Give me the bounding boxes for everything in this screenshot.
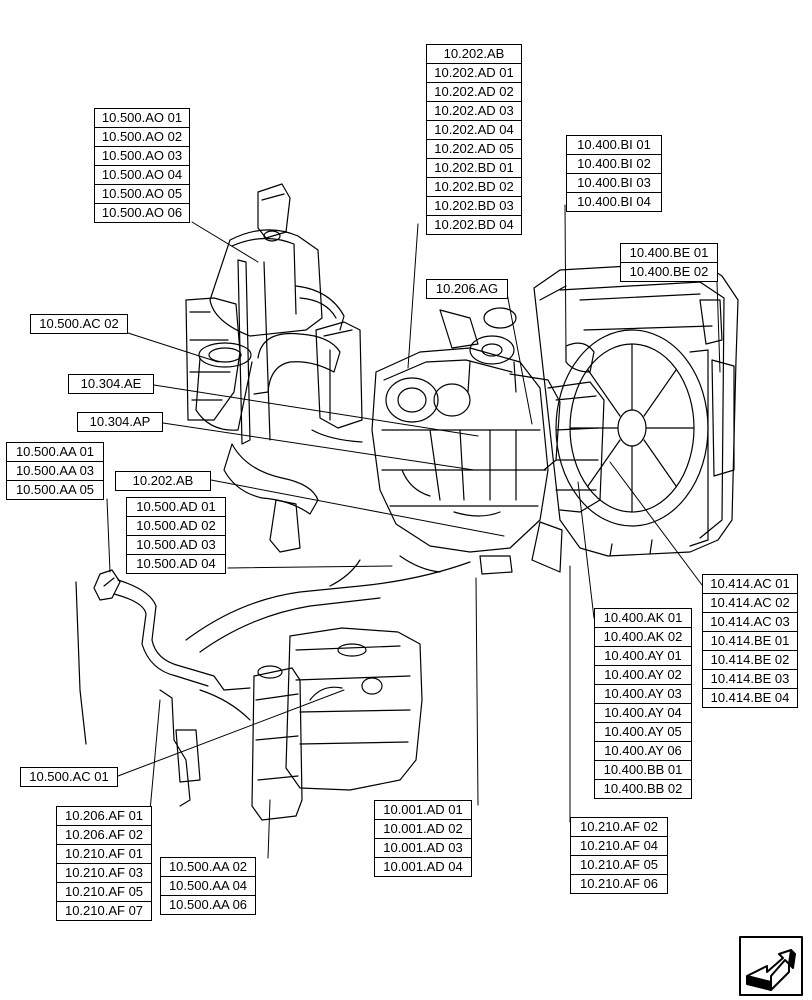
callout-ref[interactable]: 10.210.AF 05	[570, 855, 668, 875]
callout-ref[interactable]: 10.500.AA 02	[160, 857, 256, 877]
callout-ref[interactable]: 10.500.AO 05	[94, 184, 190, 204]
callout-ref[interactable]: 10.400.BB 01	[594, 760, 692, 780]
callout-ref[interactable]: 10.500.AA 04	[160, 876, 256, 896]
callout-ref[interactable]: 10.400.AY 06	[594, 741, 692, 761]
callout-ref[interactable]: 10.001.AD 04	[374, 857, 472, 877]
callout-ref[interactable]: 10.400.AK 01	[594, 608, 692, 628]
engine-block-drawing	[371, 307, 605, 575]
callout-ref[interactable]: 10.304.AP	[77, 412, 163, 432]
callout-ref[interactable]: 10.400.BE 02	[620, 262, 718, 282]
callout-ref[interactable]: 10.400.AY 02	[594, 665, 692, 685]
callout-ac-left: 10.500.AC 01	[20, 767, 118, 787]
callout-ref[interactable]: 10.500.AO 04	[94, 165, 190, 185]
callout-ref[interactable]: 10.202.AB	[115, 471, 211, 491]
callout-ap: 10.304.AP	[77, 412, 163, 432]
callout-ref[interactable]: 10.001.AD 01	[374, 800, 472, 820]
callout-ad-group: 10.500.AD 01 10.500.AD 02 10.500.AD 03 1…	[126, 497, 226, 574]
callout-ref[interactable]: 10.500.AO 01	[94, 108, 190, 128]
callout-exhaust-pipe: 10.500.AC 02	[30, 314, 128, 334]
callout-ref[interactable]: 10.001.AD 02	[374, 819, 472, 839]
callout-ref[interactable]: 10.304.AE	[68, 374, 154, 394]
callout-ref[interactable]: 10.500.AO 06	[94, 203, 190, 223]
callout-engine-modules: 10.202.AB 10.202.AD 01 10.202.AD 02 10.2…	[426, 44, 522, 235]
callout-ref[interactable]: 10.500.AC 02	[30, 314, 128, 334]
callout-ref[interactable]: 10.500.AC 01	[20, 767, 118, 787]
callout-ref[interactable]: 10.414.AC 01	[702, 574, 798, 594]
callout-ref[interactable]: 10.500.AD 04	[126, 554, 226, 574]
callout-ref[interactable]: 10.202.AD 02	[426, 82, 522, 102]
callout-ref[interactable]: 10.206.AF 01	[56, 806, 152, 826]
callout-ref[interactable]: 10.400.BI 03	[566, 173, 662, 193]
callout-ref[interactable]: 10.210.AF 04	[570, 836, 668, 856]
callout-ref[interactable]: 10.500.AD 02	[126, 516, 226, 536]
callout-ae: 10.304.AE	[68, 374, 154, 394]
callout-ref[interactable]: 10.206.AG	[426, 279, 508, 299]
callout-ref[interactable]: 10.414.AC 02	[702, 593, 798, 613]
callout-ref[interactable]: 10.210.AF 06	[570, 874, 668, 894]
callout-ref[interactable]: 10.400.BI 04	[566, 192, 662, 212]
callout-ref[interactable]: 10.400.AY 03	[594, 684, 692, 704]
callout-ref[interactable]: 10.210.AF 03	[56, 863, 152, 883]
callout-ab: 10.202.AB	[115, 471, 211, 491]
callout-ref[interactable]: 10.400.AY 05	[594, 722, 692, 742]
callout-ref[interactable]: 10.001.AD 03	[374, 838, 472, 858]
callout-ref[interactable]: 10.206.AF 02	[56, 825, 152, 845]
muffler-drawing	[185, 183, 323, 445]
hoses-and-tank-drawing	[75, 555, 471, 821]
callout-ref[interactable]: 10.202.AD 03	[426, 101, 522, 121]
callout-ref[interactable]: 10.500.AA 03	[6, 461, 104, 481]
callout-ref[interactable]: 10.400.AK 02	[594, 627, 692, 647]
callout-ak-ay-bb: 10.400.AK 01 10.400.AK 02 10.400.AY 01 1…	[594, 608, 692, 799]
callout-muffler: 10.500.AO 01 10.500.AO 02 10.500.AO 03 1…	[94, 108, 190, 223]
callout-ref[interactable]: 10.500.AA 01	[6, 442, 104, 462]
callout-af-left: 10.206.AF 01 10.206.AF 02 10.210.AF 01 1…	[56, 806, 152, 921]
callout-ref[interactable]: 10.500.AO 02	[94, 127, 190, 147]
callout-ref[interactable]: 10.414.AC 03	[702, 612, 798, 632]
callout-ref[interactable]: 10.202.AD 01	[426, 63, 522, 83]
callout-aa-left: 10.500.AA 01 10.500.AA 03 10.500.AA 05	[6, 442, 104, 500]
callout-ref[interactable]: 10.202.BD 02	[426, 177, 522, 197]
callout-ref[interactable]: 10.400.BB 02	[594, 779, 692, 799]
callout-ref[interactable]: 10.500.AD 01	[126, 497, 226, 517]
next-page-arrow-icon[interactable]	[739, 936, 803, 996]
callout-ref[interactable]: 10.202.BD 04	[426, 215, 522, 235]
callout-ref[interactable]: 10.210.AF 02	[570, 817, 668, 837]
callout-ref[interactable]: 10.400.BE 01	[620, 243, 718, 263]
callout-ref[interactable]: 10.400.AY 01	[594, 646, 692, 666]
callout-radiator-top: 10.400.BI 01 10.400.BI 02 10.400.BI 03 1…	[566, 135, 662, 212]
pipework-drawing	[195, 285, 363, 553]
callout-ref[interactable]: 10.500.AA 05	[6, 480, 104, 500]
callout-radiator-side: 10.400.BE 01 10.400.BE 02	[620, 243, 718, 282]
callout-turbo: 10.206.AG	[426, 279, 508, 299]
callout-ac-right: 10.414.AC 01 10.414.AC 02 10.414.AC 03 1…	[702, 574, 798, 708]
callout-af-right: 10.210.AF 02 10.210.AF 04 10.210.AF 05 1…	[570, 817, 668, 894]
callout-ref[interactable]: 10.202.BD 01	[426, 158, 522, 178]
callout-aa-bottom: 10.500.AA 02 10.500.AA 04 10.500.AA 06	[160, 857, 256, 915]
callout-ref[interactable]: 10.400.AY 04	[594, 703, 692, 723]
callout-ref[interactable]: 10.414.BE 04	[702, 688, 798, 708]
callout-ref[interactable]: 10.202.AD 05	[426, 139, 522, 159]
callout-ref[interactable]: 10.414.BE 02	[702, 650, 798, 670]
callout-ref[interactable]: 10.500.AD 03	[126, 535, 226, 555]
callout-ref[interactable]: 10.202.BD 03	[426, 196, 522, 216]
callout-ref[interactable]: 10.414.BE 01	[702, 631, 798, 651]
callout-ref[interactable]: 10.400.BI 01	[566, 135, 662, 155]
callout-ref[interactable]: 10.202.AB	[426, 44, 522, 64]
callout-ref[interactable]: 10.500.AA 06	[160, 895, 256, 915]
callout-ref[interactable]: 10.210.AF 07	[56, 901, 152, 921]
callout-ad-bottom: 10.001.AD 01 10.001.AD 02 10.001.AD 03 1…	[374, 800, 472, 877]
callout-ref[interactable]: 10.202.AD 04	[426, 120, 522, 140]
callout-ref[interactable]: 10.210.AF 05	[56, 882, 152, 902]
leader-lines	[106, 204, 721, 859]
callout-ref[interactable]: 10.400.BI 02	[566, 154, 662, 174]
callout-ref[interactable]: 10.500.AO 03	[94, 146, 190, 166]
callout-ref[interactable]: 10.210.AF 01	[56, 844, 152, 864]
radiator-drawing	[533, 261, 739, 557]
callout-ref[interactable]: 10.414.BE 03	[702, 669, 798, 689]
